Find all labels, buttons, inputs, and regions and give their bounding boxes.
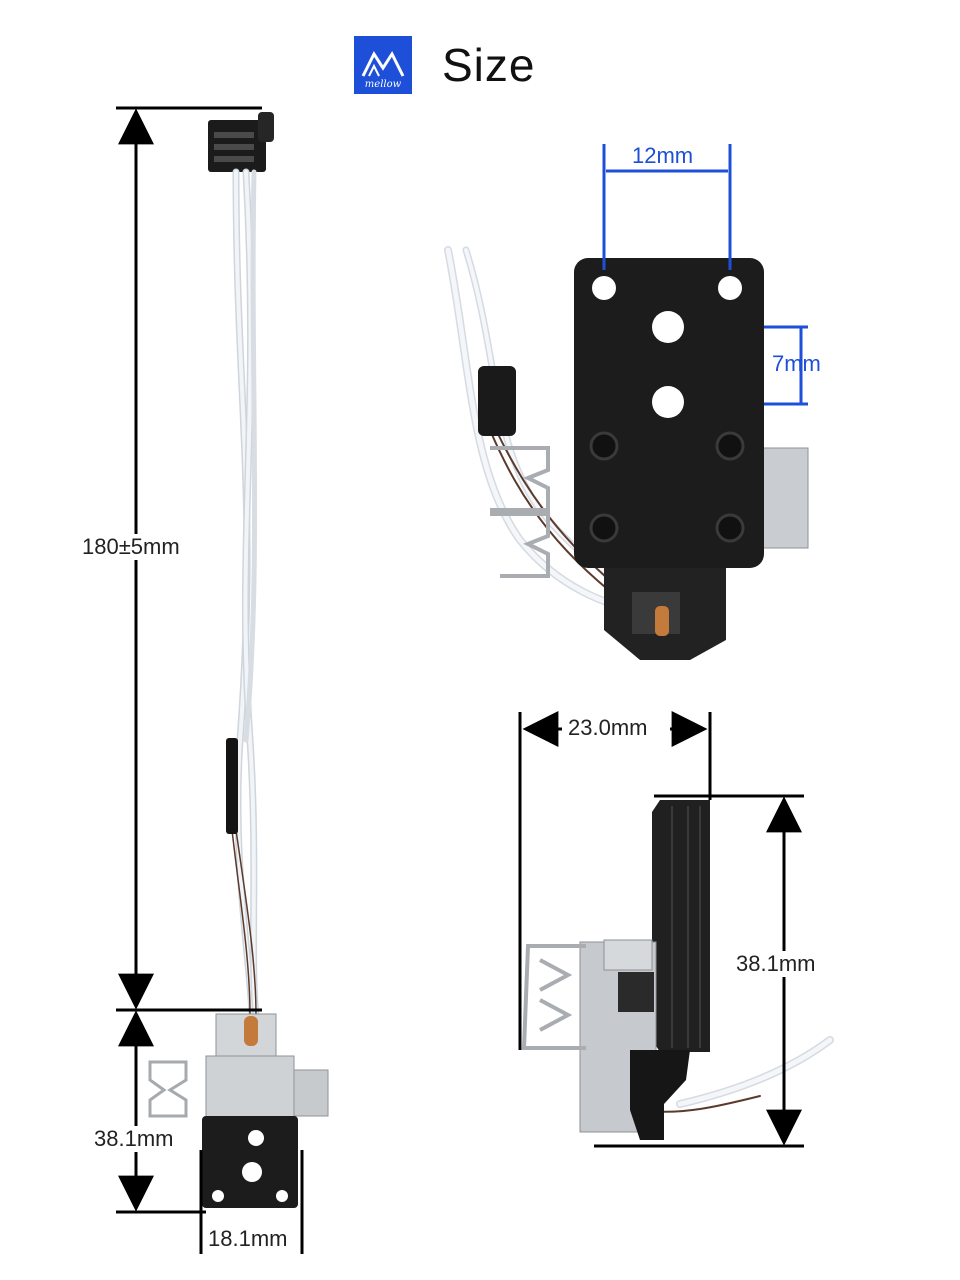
label-cable-length: 180±5mm [82, 534, 180, 560]
cable-bundle [231, 168, 260, 1019]
plate-top-view [444, 246, 809, 660]
label-hole-offset: 7mm [772, 351, 821, 376]
logo-wordmark: mellow [364, 79, 402, 90]
cable-connector [208, 112, 274, 172]
side-view [521, 800, 834, 1140]
label-module-height: 38.1mm [94, 1126, 174, 1152]
mellow-logo-mark-icon [361, 50, 405, 77]
dimension-module-height [116, 1010, 206, 1214]
label-side-depth: 23.0mm [568, 715, 648, 741]
heat-shrink-sleeve [226, 738, 238, 834]
page-title: Size [442, 39, 536, 91]
dimension-side-depth [518, 711, 712, 1050]
dimension-hole-spacing [602, 144, 732, 270]
cable-assembly [148, 112, 329, 1208]
label-module-width: 18.1mm [208, 1226, 288, 1252]
dimension-hole-offset [764, 325, 808, 406]
dimension-module-width [199, 1150, 304, 1254]
sensor-module-front [148, 1013, 329, 1208]
label-hole-spacing: 12mm [632, 143, 694, 168]
label-side-height: 38.1mm [736, 951, 816, 977]
mellow-logo: mellow [354, 36, 412, 94]
